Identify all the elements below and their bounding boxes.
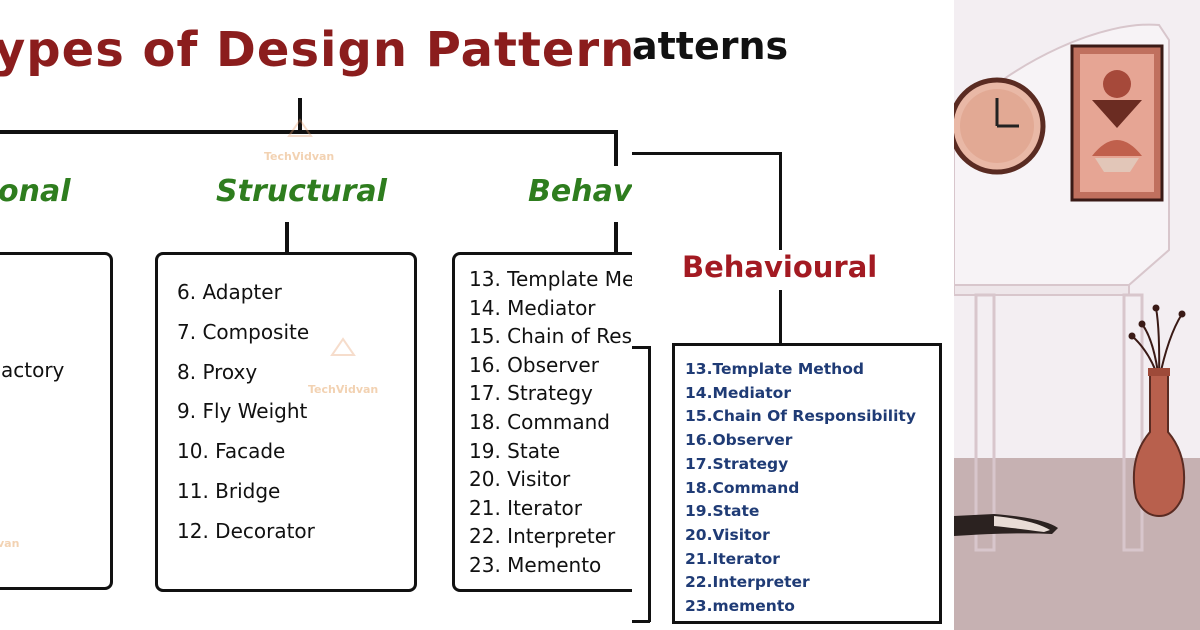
list-item: 23.memento [685, 597, 795, 616]
list-item: 13.Template Method [685, 360, 864, 378]
bracket-line-vertical [648, 346, 651, 622]
connector-line-horizontal [0, 130, 618, 134]
category-behavioural-heading: Behavioural [682, 250, 878, 284]
structural-box: 6. Adapter 7. Composite 8. Proxy 9. Fly … [155, 252, 417, 592]
list-item: 12. Decorator [177, 518, 315, 543]
list-item: 17. Strategy [469, 381, 593, 406]
watermark-logo-icon [287, 118, 313, 137]
bracket-line-bottom [632, 620, 650, 623]
list-item: 6. Adapter [177, 280, 282, 304]
list-item: 14. Mediator [469, 295, 596, 320]
structural-list: 6. Adapter 7. Composite 8. Proxy 9. Fly … [177, 273, 315, 552]
list-item: 19. State [469, 438, 561, 463]
list-item: 21.Iterator [685, 549, 780, 568]
list-item: 20.Visitor [685, 525, 770, 544]
list-item: 23. Memento [469, 552, 602, 577]
floor-slipper-icon [954, 514, 1058, 536]
design-pattern-diagram-right: atterns Behavioural 13.Template Method 1… [632, 0, 954, 630]
bracket-line-top [632, 346, 650, 349]
list-item: 22.Interpreter [685, 573, 810, 592]
creational-box: actory van [0, 252, 113, 590]
behavioural-list: 13. Template Me 14. Mediator 15. Chain o… [469, 265, 632, 580]
list-item: 22. Interpreter [469, 524, 616, 549]
watermark-logo-icon [330, 337, 356, 356]
list-item: 9. Fly Weight [177, 399, 308, 424]
category-behavioural: Behavio [528, 174, 632, 209]
connector-line-top [632, 152, 782, 155]
list-item: 7. Composite [177, 319, 310, 344]
framed-art-icon [1070, 44, 1164, 202]
list-item: 21. Iterator [469, 495, 582, 520]
behavioural-box: 13. Template Me 14. Mediator 15. Chain o… [452, 252, 632, 592]
connector-line-down [779, 152, 782, 250]
list-item: 14.Mediator [685, 383, 791, 402]
behavioural-pattern-list: 13.Template Method 14.Mediator 15.Chain … [685, 358, 916, 619]
list-item: 16. Observer [469, 352, 599, 377]
list-item: 15. Chain of Res [469, 324, 632, 349]
list-item: 15.Chain Of Responsibility [685, 407, 916, 426]
diagram-title: ypes of Design Pattern in Ja [0, 22, 632, 78]
connector-line-structural-box [285, 222, 289, 254]
category-structural: Structural [216, 174, 387, 209]
connector-line-box [779, 290, 782, 343]
patterns-title: atterns [632, 24, 789, 68]
connector-line-behavioural [614, 130, 618, 166]
wall-clock-icon [954, 77, 1046, 175]
creational-list: actory [1, 358, 64, 382]
room-illustration [954, 0, 1200, 630]
vase-icon [1128, 304, 1186, 518]
list-item: 8. Proxy [177, 359, 258, 384]
watermark-text: TechVidvan [264, 150, 335, 163]
list-item: 18.Command [685, 478, 800, 497]
list-item: 20. Visitor [469, 467, 571, 492]
list-item: 10. Facade [177, 439, 286, 464]
list-item: 17.Strategy [685, 454, 789, 473]
connector-line-behavioural-box [614, 222, 618, 254]
watermark-text: TechVidvan [308, 383, 379, 396]
watermark-text-partial: van [0, 537, 20, 550]
list-item: 13. Template Me [469, 267, 632, 291]
list-item: 11. Bridge [177, 478, 281, 503]
list-item: 19.State [685, 502, 760, 521]
behavioural-list-box: 13.Template Method 14.Mediator 15.Chain … [672, 343, 942, 624]
design-pattern-diagram-left: ypes of Design Pattern in Ja onal Struct… [0, 22, 632, 592]
category-creational: onal [0, 174, 71, 209]
list-item: actory [1, 358, 65, 382]
connector-line-root [298, 98, 302, 134]
list-item: 16.Observer [685, 431, 793, 450]
list-item: 18. Command [469, 409, 610, 434]
